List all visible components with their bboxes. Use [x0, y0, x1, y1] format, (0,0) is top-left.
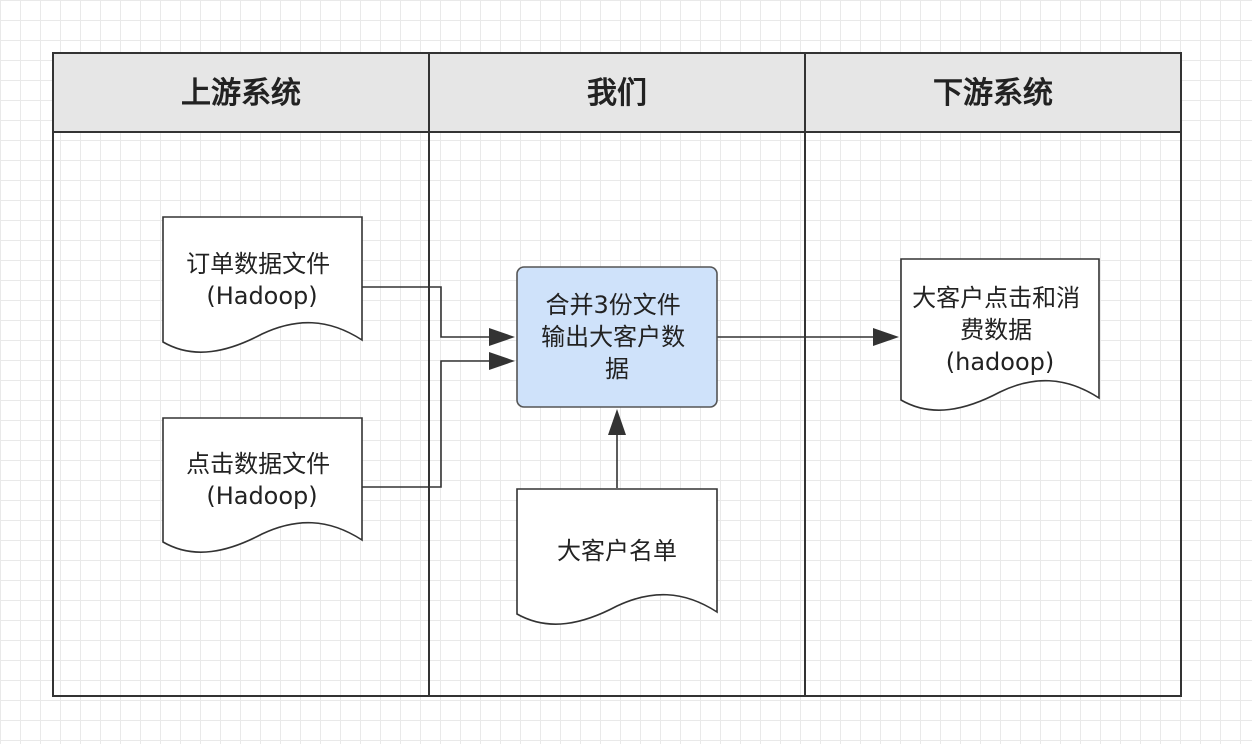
arrowhead [489, 328, 515, 346]
document-label: 大客户名单 [557, 537, 677, 565]
document-click-data[interactable]: 点击数据文件 (Hadoop) [162, 417, 363, 553]
arrowhead [489, 352, 515, 370]
arrowhead [873, 328, 899, 346]
document-shape [162, 417, 363, 553]
edge-order-to-merge [362, 286, 496, 338]
lane-header-upstream [52, 52, 430, 133]
lane-header-us [428, 52, 806, 133]
label-line: 据 [605, 355, 629, 383]
document-label: 订单数据文件 (Hadoop) [186, 250, 338, 310]
edge-click-to-merge [362, 360, 496, 488]
lane-title-upstream: 上游系统 [181, 76, 301, 111]
document-vip-list[interactable]: 大客户名单 [516, 488, 718, 625]
lane-title-downstream: 下游系统 [933, 76, 1053, 111]
process-merge-files[interactable]: 合并3份文件 输出大客户数 据 [516, 266, 718, 408]
document-shape [900, 258, 1100, 411]
process-shape [516, 266, 718, 408]
lane-title-us: 我们 [587, 76, 647, 111]
label-line: 大客户名单 [557, 537, 677, 565]
lane-header-downstream [804, 52, 1182, 133]
arrowhead [608, 409, 626, 435]
label-line: (Hadoop) [206, 482, 317, 510]
label-line: 费数据 [960, 316, 1032, 344]
label-line: 点击数据文件 [186, 450, 330, 478]
label-line: 订单数据文件 [186, 250, 330, 278]
document-vip-click-consume-data[interactable]: 大客户点击和消 费数据 (hadoop) [900, 258, 1100, 411]
label-line: 大客户点击和消 [912, 284, 1080, 312]
label-line: (Hadoop) [206, 282, 317, 310]
label-line: (hadoop) [946, 348, 1054, 376]
document-order-data[interactable]: 订单数据文件 (Hadoop) [162, 216, 363, 353]
label-line: 合并3份文件 [546, 291, 681, 319]
document-label: 大客户点击和消 费数据 (hadoop) [912, 284, 1088, 376]
document-shape [162, 216, 363, 353]
document-label: 点击数据文件 (Hadoop) [186, 450, 338, 510]
label-line: 输出大客户数 [541, 323, 685, 351]
process-label: 合并3份文件 输出大客户数 据 [541, 291, 693, 383]
document-shape [516, 488, 718, 625]
